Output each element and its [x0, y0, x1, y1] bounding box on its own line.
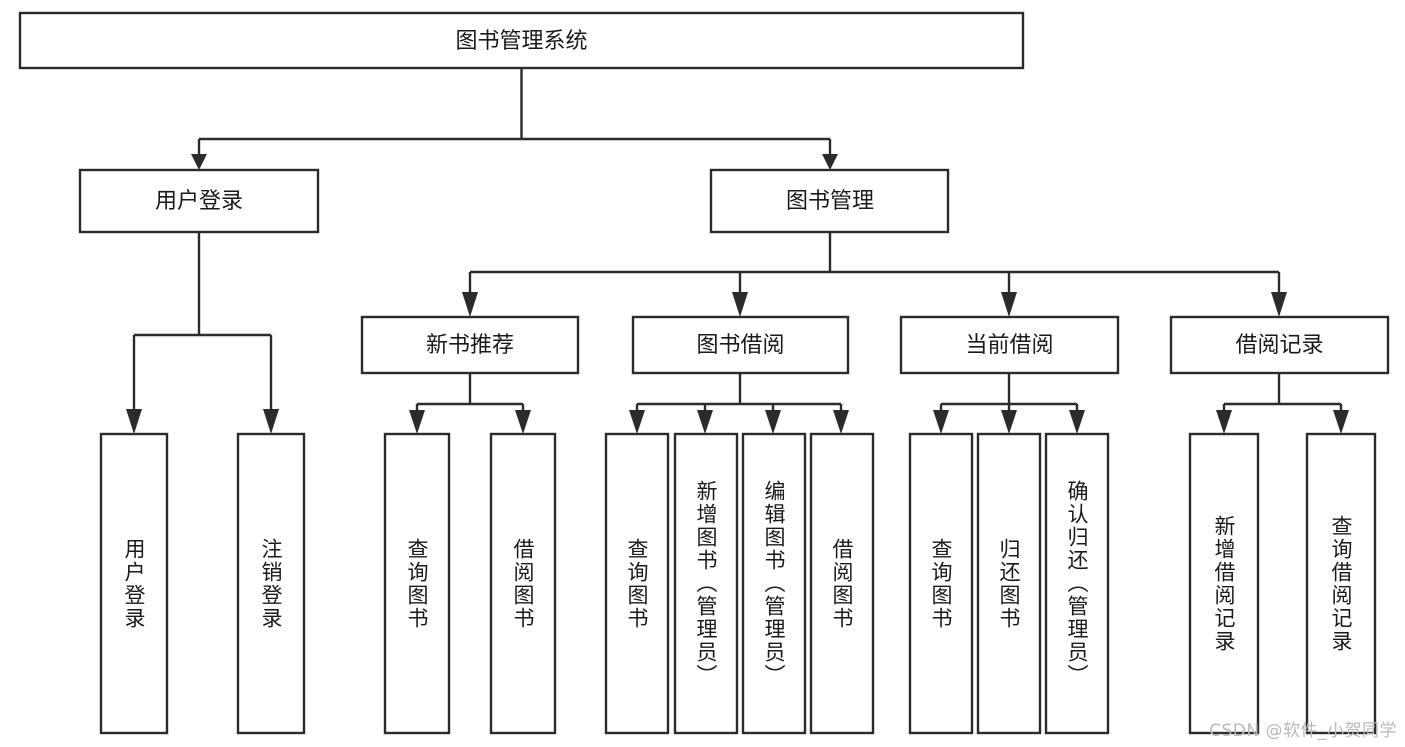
leaf-label-wrap-nbr-query: 查询图书: [385, 434, 449, 733]
label-borrow-record: 借阅记录: [1235, 333, 1323, 358]
arrowhead-leaf-user-login: [126, 409, 142, 434]
arrowhead-nbr-leaf-1: [409, 410, 425, 434]
leaf-label-wrap-cb-confirm: 确认归还（管理员）: [1046, 434, 1108, 733]
arrowhead-bb-leaf-3: [765, 410, 781, 434]
label-book-manage: 图书管理: [786, 189, 874, 214]
leaf-label-wrap-bb-query: 查询图书: [606, 434, 668, 733]
arrowhead-new-book: [462, 292, 478, 317]
leaf-label-bb-add: 新增图书（管理员）: [694, 480, 719, 687]
arrowhead-current-borrow: [1001, 292, 1017, 317]
connector-group: [126, 68, 1349, 434]
arrowhead-cb-leaf-3: [1069, 410, 1085, 434]
leaf-box-nbr-query[interactable]: [383, 432, 451, 735]
leaf-label-bb-edit: 编辑图书（管理员）: [762, 480, 787, 687]
leaf-label-wrap-bb-borrow: 借阅图书: [811, 434, 873, 733]
arrowhead-cb-leaf-2: [1001, 410, 1017, 434]
label-root: 图书管理系统: [455, 29, 587, 54]
leaf-label-nbr-borrow: 借阅图书: [511, 537, 536, 630]
leaf-label-wrap-cb-query: 查询图书: [910, 434, 972, 733]
node-book-manage[interactable]: [709, 168, 950, 234]
leaf-label-wrap-cb-return: 归还图书: [978, 434, 1040, 733]
leaf-label-logout: 注销登录: [259, 537, 284, 630]
leaf-box-logout[interactable]: [236, 432, 306, 735]
leaf-box-cb-return[interactable]: [976, 432, 1042, 735]
node-root[interactable]: [18, 11, 1025, 70]
arrowhead-user-login: [191, 154, 207, 170]
leaf-label-wrap-br-add: 新增借阅记录: [1190, 434, 1258, 733]
csdn-watermark: CSDN @软件_小贺同学: [1209, 721, 1397, 741]
node-current-borrow[interactable]: [899, 315, 1120, 375]
leaf-box-nbr-borrow[interactable]: [489, 432, 557, 735]
leaf-box-br-add[interactable]: [1188, 432, 1260, 735]
leaf-label-cb-confirm: 确认归还（管理员）: [1065, 480, 1090, 687]
node-box-group: [18, 11, 1390, 735]
arrowhead-br-leaf-1: [1216, 410, 1232, 434]
leaf-label-wrap-br-query: 查询借阅记录: [1307, 434, 1375, 733]
label-book-borrow: 图书借阅: [696, 333, 784, 358]
leaf-box-cb-confirm[interactable]: [1044, 432, 1110, 735]
node-user-login[interactable]: [78, 168, 320, 234]
node-borrow-record[interactable]: [1169, 315, 1390, 375]
arrowhead-bb-leaf-2: [697, 410, 713, 434]
node-new-book-recommend[interactable]: [360, 315, 580, 375]
horizontal-label-group: 图书管理系统 用户登录 图书管理 新书推荐 图书借阅 当前借阅 借阅记录: [155, 29, 1324, 358]
arrowhead-bb-leaf-1: [629, 410, 645, 434]
leaf-label-br-query: 查询借阅记录: [1329, 514, 1354, 653]
arrowhead-nbr-leaf-2: [515, 410, 531, 434]
leaf-label-user-login: 用户登录: [122, 537, 147, 630]
label-user-login: 用户登录: [155, 189, 243, 214]
leaf-box-bb-add[interactable]: [673, 432, 739, 735]
leaf-label-wrap-bb-edit: 编辑图书（管理员）: [743, 434, 805, 733]
leaf-label-wrap-bb-add: 新增图书（管理员）: [675, 434, 737, 733]
arrowhead-bb-leaf-4: [833, 410, 849, 434]
arrowhead-book-borrow: [732, 292, 748, 317]
node-book-borrow[interactable]: [631, 315, 850, 375]
arrowhead-leaf-logout: [263, 409, 279, 434]
leaf-box-user-login[interactable]: [99, 432, 169, 735]
label-new-book-recommend: 新书推荐: [426, 333, 514, 358]
leaf-box-bb-query[interactable]: [604, 432, 670, 735]
leaf-label-br-add: 新增借阅记录: [1212, 514, 1237, 653]
leaf-box-bb-borrow[interactable]: [809, 432, 875, 735]
leaf-label-wrap-user-login: 用户登录: [101, 434, 167, 733]
leaf-box-cb-query[interactable]: [908, 432, 974, 735]
leaf-label-cb-return: 归还图书: [997, 537, 1022, 630]
leaf-label-bb-query: 查询图书: [625, 537, 650, 630]
arrowhead-cb-leaf-1: [933, 410, 949, 434]
leaf-label-nbr-query: 查询图书: [405, 537, 430, 630]
leaf-label-wrap-logout: 注销登录: [238, 434, 304, 733]
leaf-label-bb-borrow: 借阅图书: [830, 537, 855, 630]
arrowhead-borrow-record: [1271, 292, 1287, 317]
leaf-box-br-query[interactable]: [1305, 432, 1377, 735]
arrowhead-br-leaf-2: [1333, 410, 1349, 434]
arrowhead-book-manage: [822, 154, 838, 170]
leaf-box-bb-edit[interactable]: [741, 432, 807, 735]
leaf-label-cb-query: 查询图书: [929, 537, 954, 630]
label-current-borrow: 当前借阅: [965, 333, 1053, 358]
leaf-label-wrap-nbr-borrow: 借阅图书: [491, 434, 555, 733]
